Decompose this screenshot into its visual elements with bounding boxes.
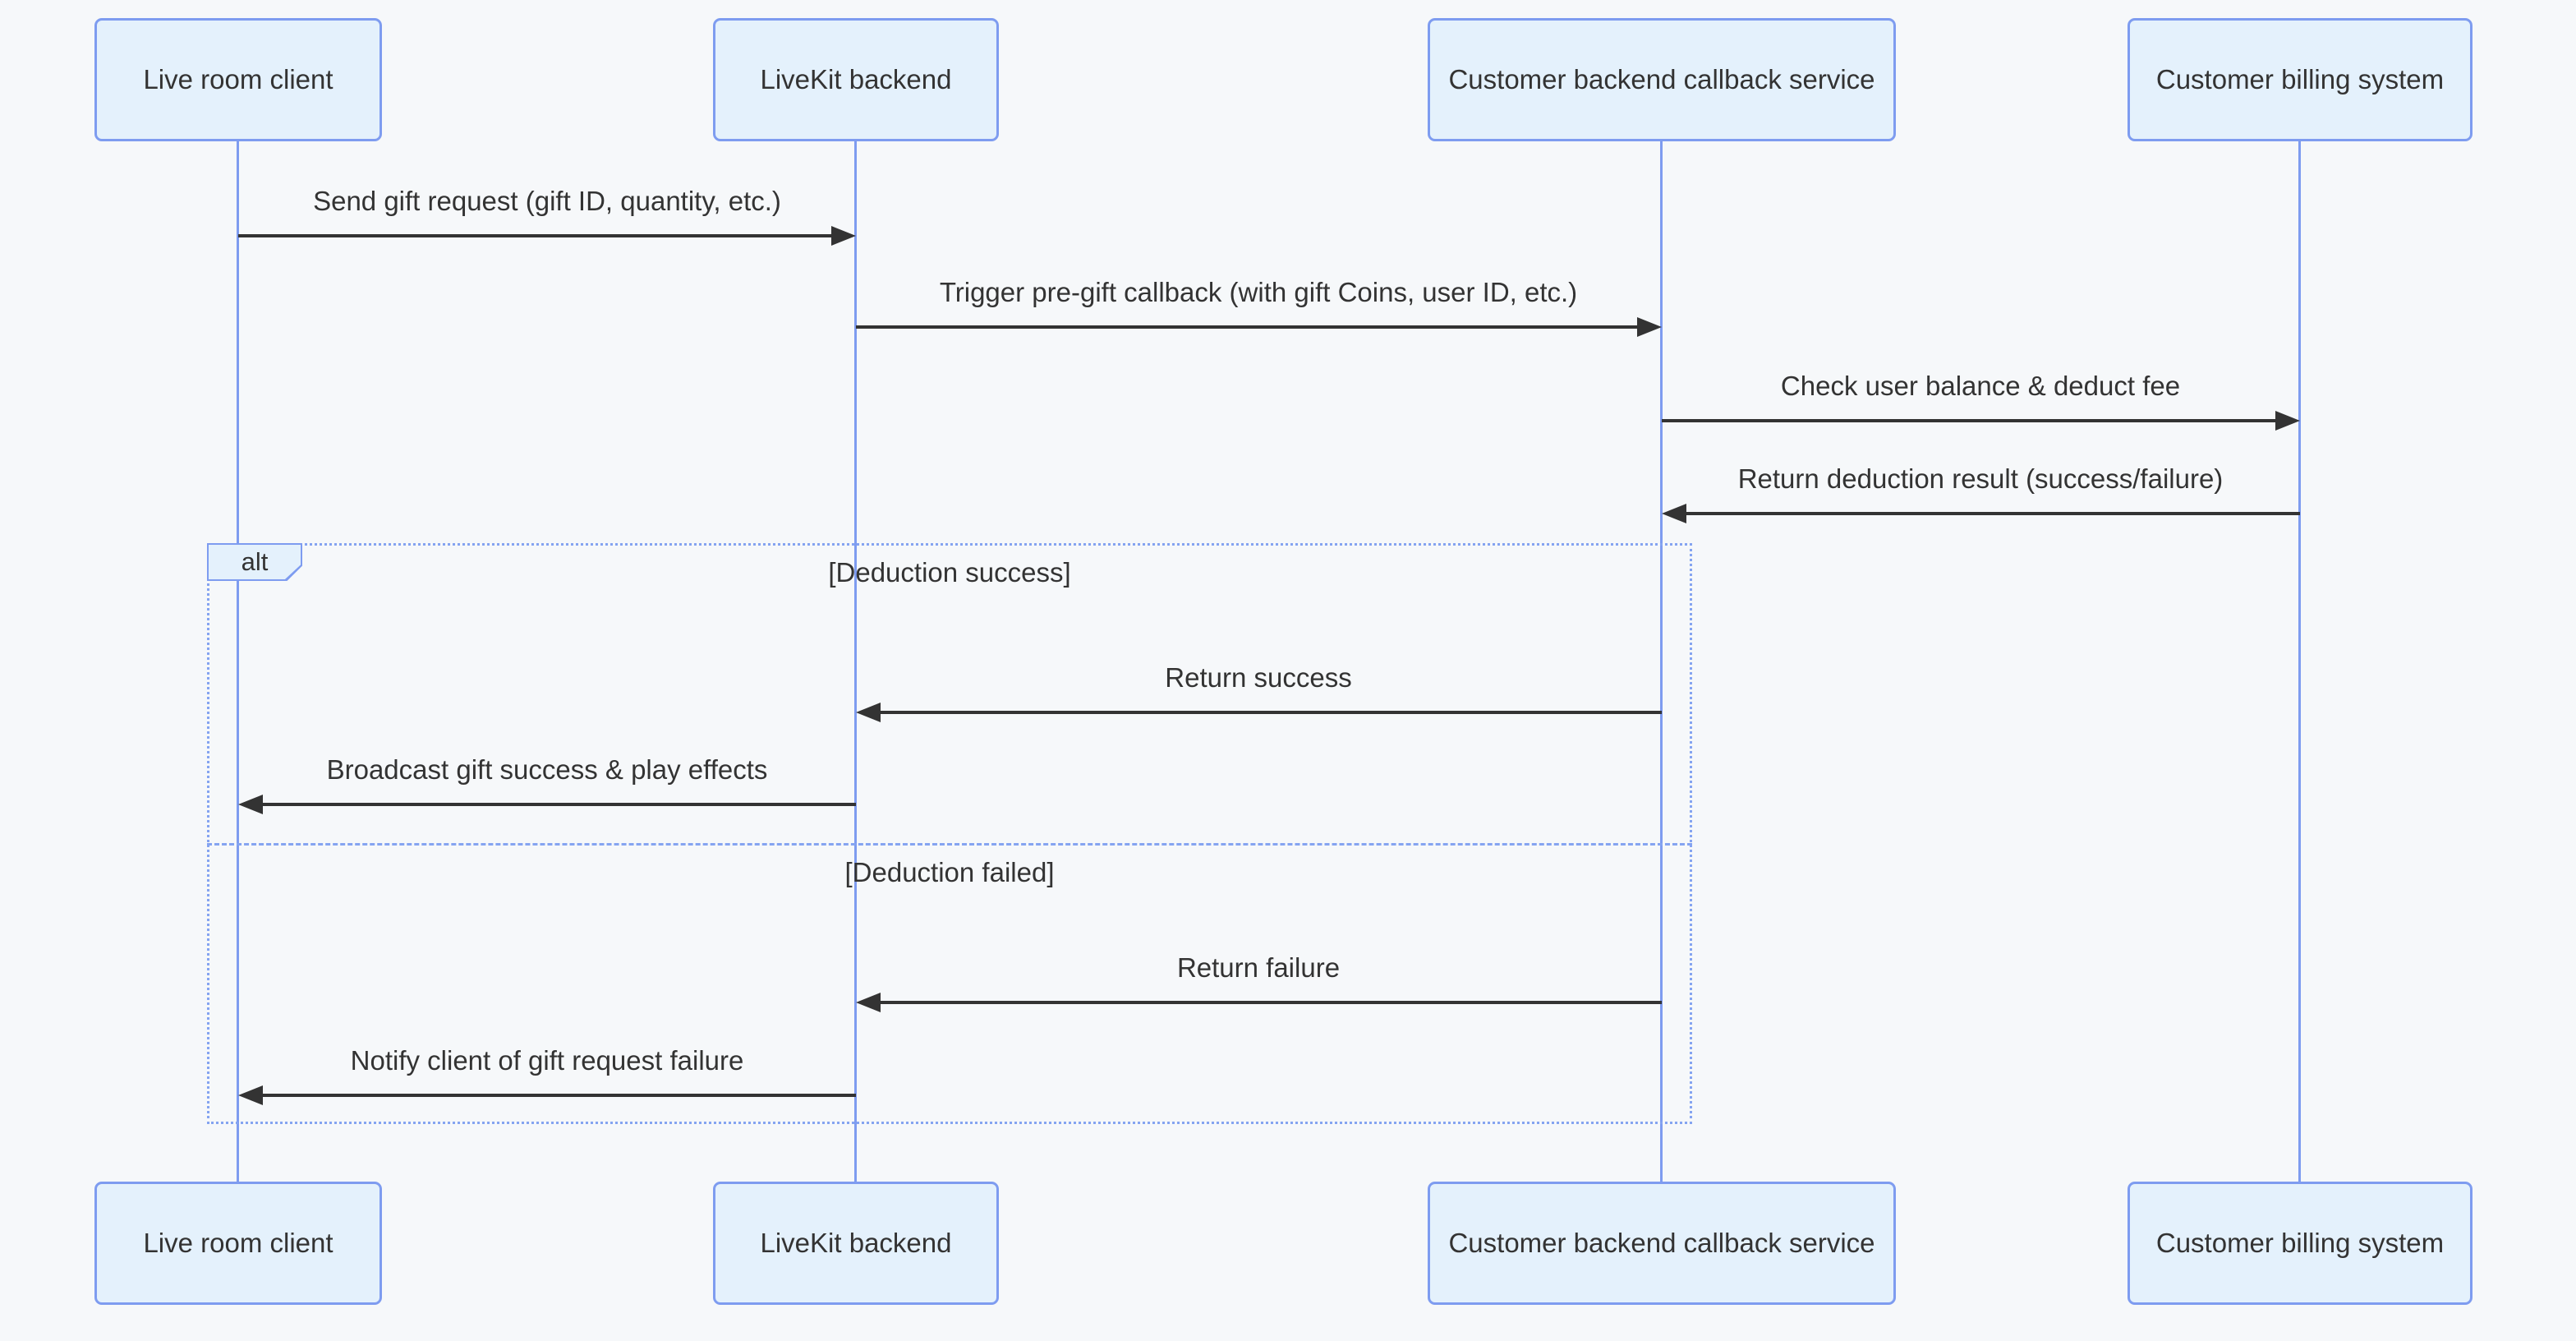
message-label: Notify client of gift request failure bbox=[350, 1045, 744, 1076]
message-label: Broadcast gift success & play effects bbox=[326, 754, 768, 785]
alt-label: alt bbox=[207, 543, 302, 581]
participant-box-customer-backend-callback-service-top: Customer backend callback service bbox=[1428, 18, 1896, 141]
alt-frame bbox=[207, 543, 1692, 1124]
arrowhead-left-icon bbox=[1662, 504, 1686, 523]
message-label: Check user balance & deduct fee bbox=[1780, 371, 2181, 401]
message-label: Return success bbox=[1165, 662, 1352, 693]
message-line bbox=[238, 234, 836, 237]
lifeline-customer-billing-system bbox=[2298, 141, 2301, 1182]
message-line bbox=[1681, 512, 2300, 515]
participant-box-livekit-backend-bottom: LiveKit backend bbox=[713, 1182, 999, 1305]
participant-label: Live room client bbox=[143, 1228, 334, 1258]
lifeline-livekit-backend bbox=[854, 141, 857, 1182]
participant-box-live-room-client-bottom: Live room client bbox=[94, 1182, 382, 1305]
arrowhead-left-icon bbox=[238, 795, 263, 814]
alt-divider bbox=[207, 843, 1692, 846]
arrowhead-right-icon bbox=[2275, 411, 2300, 431]
message-line bbox=[258, 803, 856, 806]
message-label: Return failure bbox=[1176, 952, 1341, 983]
participant-label: Customer backend callback service bbox=[1448, 1228, 1875, 1258]
participant-label: LiveKit backend bbox=[760, 1228, 952, 1258]
arrowhead-left-icon bbox=[238, 1085, 263, 1105]
alt-label-text: alt bbox=[209, 545, 301, 579]
participant-box-customer-billing-system-bottom: Customer billing system bbox=[2128, 1182, 2472, 1305]
message-line bbox=[876, 1001, 1662, 1004]
message-label: Return deduction result (success/failure… bbox=[1737, 463, 2224, 494]
message-line bbox=[1662, 419, 2280, 422]
arrowhead-left-icon bbox=[856, 703, 881, 722]
message-label: Send gift request (gift ID, quantity, et… bbox=[313, 186, 781, 216]
message-line bbox=[876, 711, 1662, 714]
arrowhead-right-icon bbox=[831, 226, 856, 246]
message-line bbox=[856, 325, 1642, 329]
participant-box-customer-billing-system-top: Customer billing system bbox=[2128, 18, 2472, 141]
message-label: Trigger pre-gift callback (with gift Coi… bbox=[939, 277, 1578, 307]
participant-label: Customer billing system bbox=[2155, 64, 2445, 94]
lifeline-live-room-client bbox=[237, 141, 239, 1182]
lifeline-customer-backend-callback-service bbox=[1660, 141, 1663, 1182]
participant-box-live-room-client-top: Live room client bbox=[94, 18, 382, 141]
arrowhead-left-icon bbox=[856, 993, 881, 1012]
participant-label: Live room client bbox=[143, 64, 334, 94]
participant-box-customer-backend-callback-service-bottom: Customer backend callback service bbox=[1428, 1182, 1896, 1305]
message-line bbox=[258, 1094, 856, 1097]
participant-label: LiveKit backend bbox=[760, 64, 952, 94]
alt-condition-success: [Deduction success] bbox=[828, 557, 1071, 588]
participant-label: Customer billing system bbox=[2155, 1228, 2445, 1258]
arrowhead-right-icon bbox=[1637, 317, 1662, 337]
participant-label: Customer backend callback service bbox=[1448, 64, 1875, 94]
participant-box-livekit-backend-top: LiveKit backend bbox=[713, 18, 999, 141]
alt-condition-failed: [Deduction failed] bbox=[844, 857, 1055, 887]
